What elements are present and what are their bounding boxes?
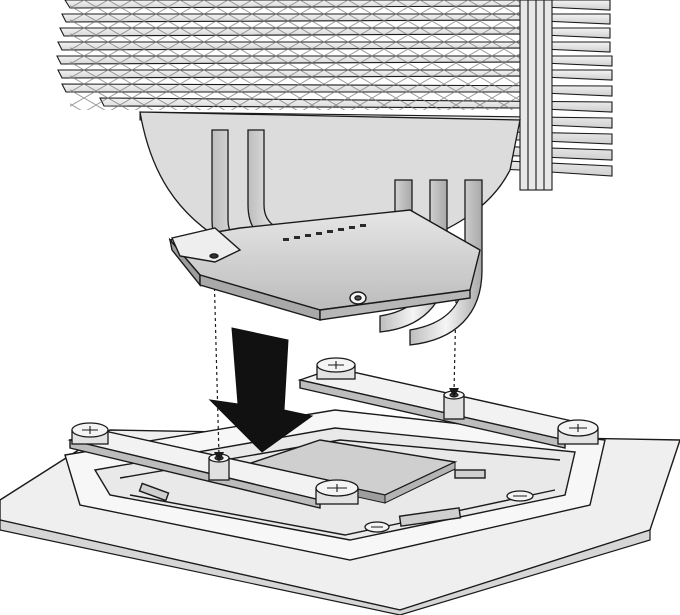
screw-front-left <box>71 422 109 445</box>
screw-small-front <box>364 521 390 533</box>
heatsink-fin-stack <box>56 0 613 251</box>
screw-small-right <box>506 490 534 502</box>
screw-back-right <box>557 419 599 445</box>
guide-line-left <box>213 269 220 457</box>
fin-edge-comb <box>519 0 553 191</box>
thumb-screws <box>71 357 599 533</box>
cold-plate-base <box>168 209 481 321</box>
alignment-guide-lines <box>213 269 459 462</box>
embossed-band <box>283 224 366 241</box>
down-arrow-icon <box>208 327 314 453</box>
screw-back-left <box>316 357 356 380</box>
screw-front-right <box>315 479 359 505</box>
mounting-hole-left <box>209 253 219 259</box>
